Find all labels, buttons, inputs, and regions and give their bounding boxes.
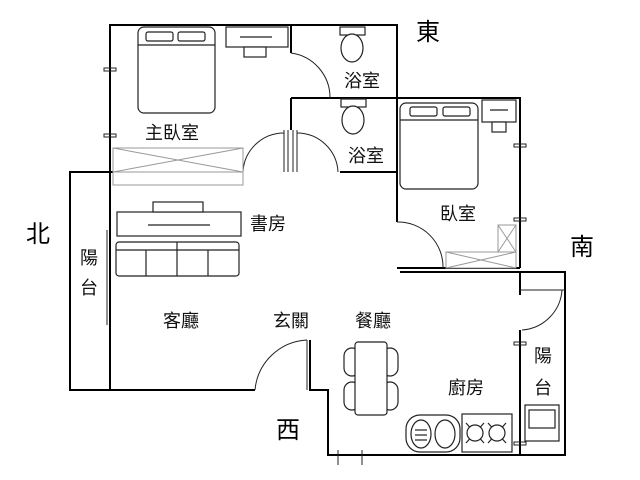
dining-table bbox=[343, 341, 399, 416]
toilets bbox=[339, 26, 367, 135]
direction-east: 東 bbox=[416, 18, 440, 46]
direction-north: 北 bbox=[26, 220, 50, 248]
label-living-room: 客廳 bbox=[163, 311, 199, 332]
label-bedroom: 臥室 bbox=[440, 204, 476, 225]
label-dining-room: 餐廳 bbox=[355, 311, 391, 332]
label-bathroom-1: 浴室 bbox=[344, 71, 380, 92]
label-study: 書房 bbox=[250, 214, 286, 235]
sofa bbox=[115, 241, 240, 277]
label-bathroom-2: 浴室 bbox=[348, 146, 384, 167]
label-entrance: 玄關 bbox=[273, 311, 309, 332]
label-kitchen: 廚房 bbox=[448, 377, 484, 399]
label-balcony-left-1: 陽 bbox=[80, 248, 98, 269]
window-marks bbox=[103, 67, 527, 465]
label-master-bedroom: 主臥室 bbox=[145, 123, 199, 144]
bedroom-bed bbox=[399, 102, 479, 190]
direction-west: 西 bbox=[276, 416, 300, 444]
label-balcony-right-1: 陽 bbox=[534, 346, 552, 367]
master-bed bbox=[137, 26, 216, 114]
direction-south: 南 bbox=[570, 233, 594, 261]
label-balcony-left-2: 台 bbox=[80, 278, 98, 299]
kitchen-counter bbox=[405, 404, 560, 453]
closets bbox=[112, 147, 517, 269]
desks bbox=[116, 26, 517, 237]
label-balcony-right-2: 台 bbox=[534, 378, 552, 399]
door-swings bbox=[242, 52, 565, 391]
